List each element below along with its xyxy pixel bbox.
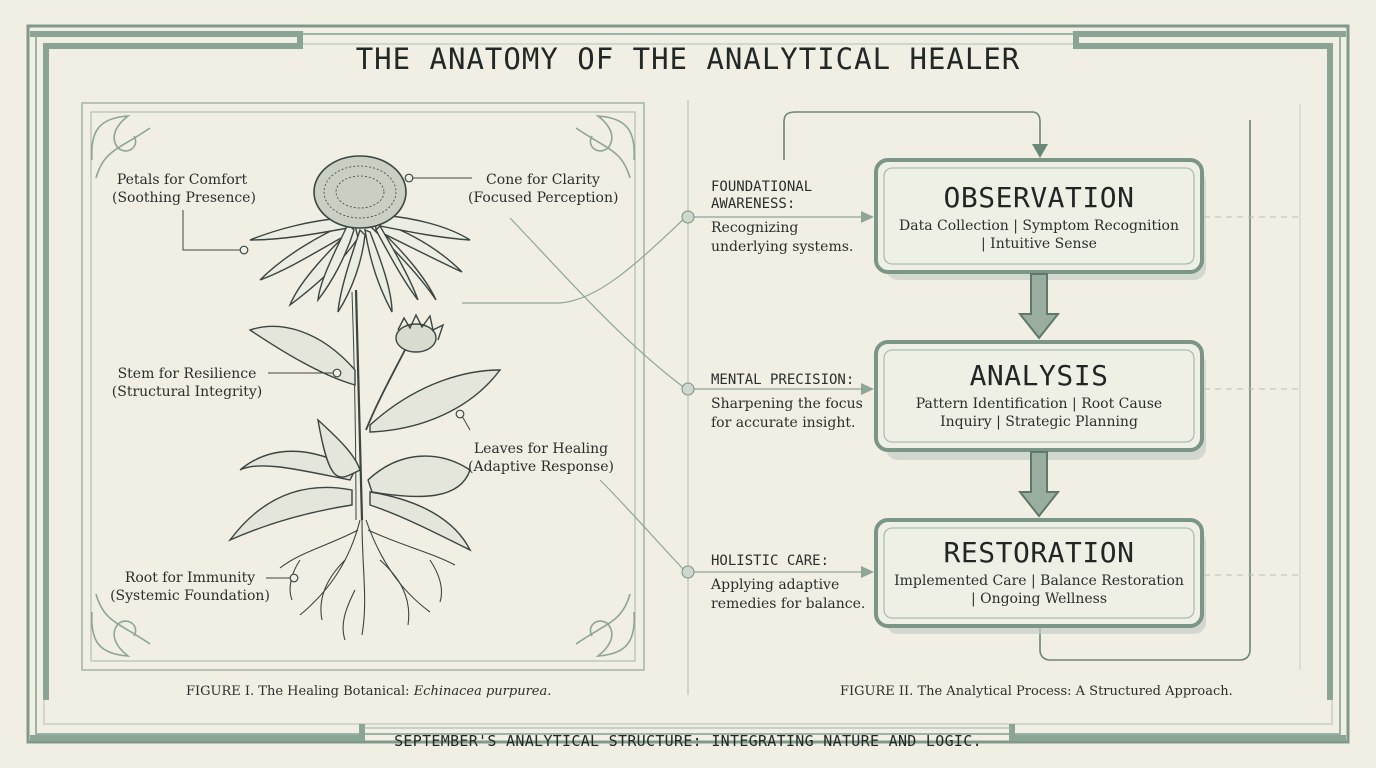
label-leader-dots [239, 173, 465, 583]
side-note-heading: HOLISTIC CARE: [711, 553, 830, 569]
label-cone: Cone for Clarity (Focused Perception) [468, 171, 618, 207]
label-petals-line1: Petals for Comfort [116, 172, 248, 188]
label-leaves-line2: (Adaptive Response) [468, 459, 614, 475]
step-details-analysis: Pattern Identification | Root Cause Inqu… [879, 395, 1199, 431]
footer-banner: SEPTEMBER'S ANALYTICAL STRUCTURE: INTEGR… [394, 732, 982, 750]
label-stem-line1: Stem for Resilience [117, 366, 257, 382]
side-note-body: Sharpening the focus [711, 396, 863, 412]
step-detail-line: Implemented Care | Balance Restoration [894, 573, 1184, 589]
flower-cone [313, 155, 407, 229]
label-cone-line1: Cone for Clarity [486, 172, 600, 188]
side-note-body: underlying systems. [711, 239, 854, 255]
step-detail-line: Pattern Identification | Root Cause [915, 396, 1163, 412]
label-petals-line2: (Soothing Presence) [112, 190, 256, 206]
side-note-foundational: FOUNDATIONAL AWARENESS: Recognizing unde… [711, 179, 861, 257]
label-leaders [182, 177, 472, 579]
side-note-heading: AWARENESS: [711, 196, 796, 212]
label-petals: Petals for Comfort (Soothing Presence) [112, 171, 256, 207]
label-leaves: Leaves for Healing (Adaptive Response) [466, 440, 616, 476]
loop-arrowhead [1032, 144, 1048, 158]
feedback-loop [783, 111, 1251, 661]
step-details-observation: Data Collection | Symptom Recognition | … [879, 217, 1199, 253]
label-cone-line2: (Focused Perception) [468, 190, 619, 206]
label-root: Root for Immunity (Systemic Foundation) [108, 569, 272, 605]
side-note-mental-precision: MENTAL PRECISION: Sharpening the focus f… [711, 372, 871, 433]
side-note-arrowheads [861, 211, 874, 578]
label-stem-line2: (Structural Integrity) [111, 384, 263, 400]
step-detail-line: | Ongoing Wellness [970, 591, 1108, 607]
figure1-panel [81, 102, 645, 671]
step-detail-line: | Intuitive Sense [981, 236, 1097, 252]
plant-leaves [227, 325, 502, 552]
dashed-extensions [1204, 216, 1300, 576]
figure1-caption: FIGURE I. The Healing Botanical: Echinac… [186, 684, 551, 699]
step-detail-line: Inquiry | Strategic Planning [940, 414, 1138, 430]
figure1-caption-species: Echinacea purpurea [413, 684, 548, 699]
step-detail-line: Data Collection | Symptom Recognition [899, 218, 1179, 234]
cross-connectors [462, 216, 862, 573]
figure2-caption: FIGURE II. The Analytical Process: A Str… [840, 684, 1233, 699]
outer-frame [26, 24, 1350, 744]
step-title-analysis: ANALYSIS [969, 359, 1109, 392]
plant-roots [279, 519, 456, 641]
step-title-observation: OBSERVATION [943, 181, 1135, 214]
observation-box [874, 158, 1206, 280]
cross-connector-dots [681, 210, 695, 579]
analysis-box [874, 340, 1206, 460]
figure1-caption-prefix: FIGURE I. The Healing Botanical: [186, 684, 414, 699]
flower-bud [395, 313, 445, 353]
step-details-restoration: Implemented Care | Balance Restoration |… [879, 572, 1199, 608]
figure1-caption-suffix: . [547, 684, 552, 699]
plant-stem [354, 289, 364, 521]
flow-arrows [1017, 273, 1061, 518]
label-leaves-line1: Leaves for Healing [473, 441, 609, 457]
side-note-body: remedies for balance. [711, 596, 866, 612]
restoration-box [874, 518, 1206, 634]
label-root-line2: (Systemic Foundation) [110, 588, 270, 604]
side-note-holistic-care: HOLISTIC CARE: Applying adaptive remedie… [711, 553, 871, 614]
step-box-shapes [874, 158, 1206, 634]
corner-flourishes [90, 115, 636, 657]
side-note-body: for accurate insight. [711, 415, 856, 431]
label-stem: Stem for Resilience (Structural Integrit… [100, 365, 274, 401]
side-note-heading: MENTAL PRECISION: [711, 372, 855, 388]
page-title: THE ANATOMY OF THE ANALYTICAL HEALER [355, 42, 1021, 76]
step-title-restoration: RESTORATION [943, 536, 1135, 569]
side-note-body: Recognizing [711, 220, 799, 236]
side-note-body: Applying adaptive [711, 577, 840, 593]
label-root-line1: Root for Immunity [124, 570, 256, 586]
flower-petals [249, 214, 471, 313]
echinacea-drawing [227, 155, 502, 641]
side-note-heading: FOUNDATIONAL [711, 179, 813, 195]
